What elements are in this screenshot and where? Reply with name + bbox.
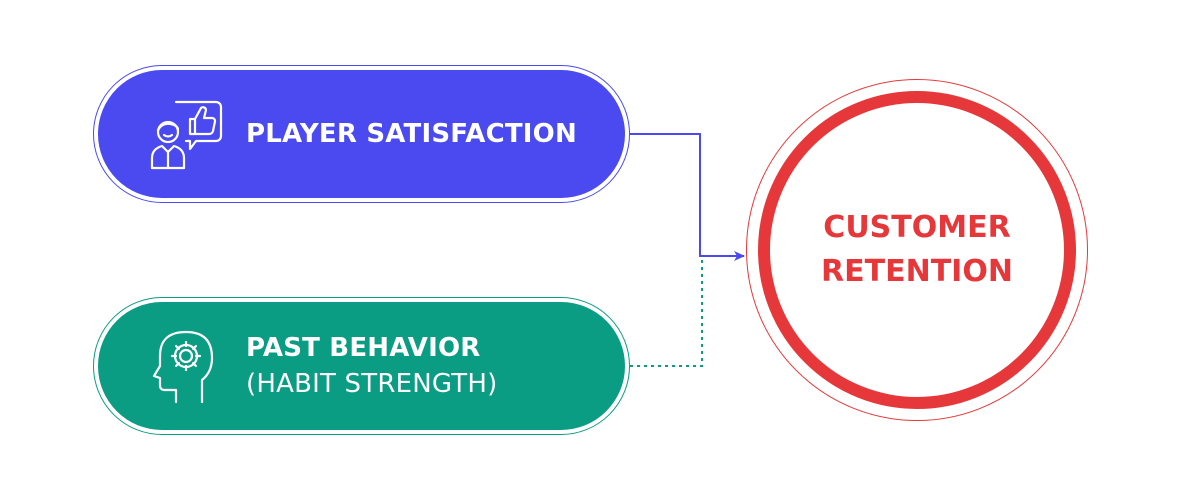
customer-retention-outer-ring bbox=[746, 79, 1088, 421]
past-behavior-label: PAST BEHAVIOR (HABIT STRENGTH) bbox=[246, 330, 497, 402]
player-satisfaction-pill-border bbox=[93, 65, 630, 203]
customer-retention-label: CUSTOMER RETENTION bbox=[746, 79, 1088, 421]
customer-retention-line-1: CUSTOMER bbox=[823, 210, 1011, 245]
past-behavior-pill: PAST BEHAVIOR (HABIT STRENGTH) bbox=[98, 302, 625, 430]
player-satisfaction-title: PLAYER SATISFACTION bbox=[246, 119, 577, 149]
head-gear-icon bbox=[152, 330, 214, 404]
connector-behavior-to-retention bbox=[630, 258, 703, 367]
player-satisfaction-pill: PLAYER SATISFACTION bbox=[98, 70, 625, 198]
past-behavior-pill-border bbox=[93, 297, 630, 435]
past-behavior-title: PAST BEHAVIOR bbox=[246, 333, 481, 363]
player-satisfaction-label: PLAYER SATISFACTION bbox=[246, 116, 577, 152]
past-behavior-subtitle: (HABIT STRENGTH) bbox=[246, 369, 498, 399]
satisfied-player-thumbs-up-icon bbox=[150, 100, 223, 170]
connector-satisfaction-to-retention bbox=[630, 133, 745, 261]
customer-retention-line-2: RETENTION bbox=[821, 254, 1013, 289]
